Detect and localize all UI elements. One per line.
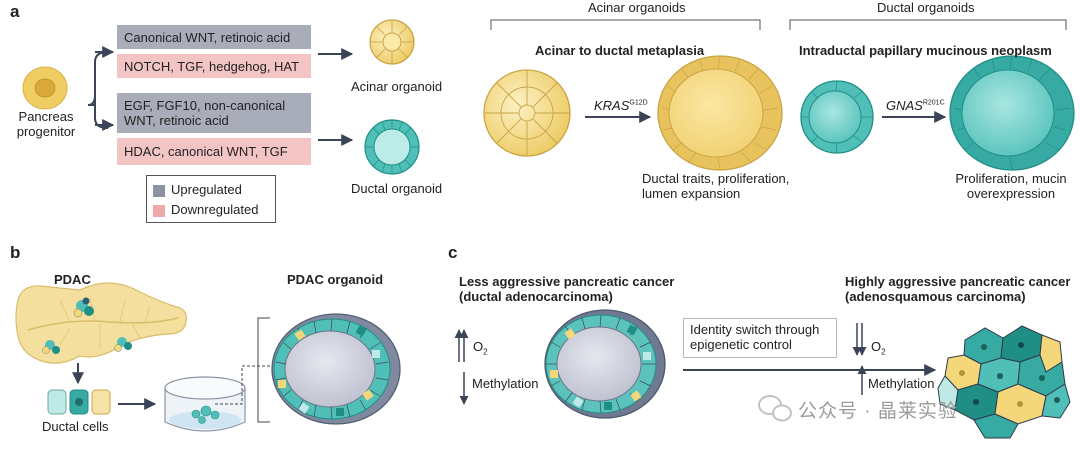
ductal-cyst-small-icon	[800, 80, 874, 154]
kras-label: KRASG12D	[594, 98, 648, 113]
pdac-organoid-icon	[271, 313, 401, 425]
o2-left-label: O2	[473, 339, 488, 357]
ductal-downregulated-box: HDAC, canonical WNT, TGF	[117, 138, 311, 165]
zoom-line	[215, 365, 270, 405]
pdac-organoid-label: PDAC organoid	[287, 272, 384, 287]
gnas-gene: GNAS	[886, 98, 923, 113]
adm-outcome-line2: lumen expansion	[642, 186, 741, 201]
acinar-upregulated-box: Canonical WNT, retinoic acid	[117, 25, 311, 49]
gnas-label: GNASR201C	[886, 98, 945, 113]
acinar-downregulated-text: NOTCH, TGF, hedgehog, HAT	[124, 58, 300, 74]
ductal-organoids-bracket	[789, 19, 1067, 30]
ductal-organoids-header: Ductal organoids	[877, 0, 975, 15]
ipmn-cyst-icon	[949, 55, 1075, 171]
ipmn-outcome-line1: Proliferation, mucin	[955, 171, 1067, 186]
gnas-mutation: R201C	[922, 99, 945, 107]
adm-cyst-icon	[657, 55, 783, 171]
wechat-logo-icon	[758, 395, 792, 422]
high-aggressive-line2: (adenosquamous carcinoma)	[845, 289, 1026, 304]
o2-right-base: O	[871, 339, 882, 354]
acinar-organoid-label: Acinar organoid	[351, 79, 443, 94]
ductal-organoid-label: Ductal organoid	[351, 181, 443, 196]
progenitor-label-line1: Pancreas	[18, 109, 74, 124]
adm-outcome: Ductal traits, proliferation, lumen expa…	[642, 171, 789, 201]
kras-gene: KRAS	[594, 98, 630, 113]
kras-mutation: G12D	[629, 99, 648, 107]
ductal-cells-label: Ductal cells	[42, 419, 109, 434]
methylation-right-label: Methylation	[868, 376, 935, 391]
ductal-adenocarcinoma-icon	[544, 309, 666, 419]
acinar-organoids-header: Acinar organoids	[588, 0, 686, 15]
legend: Upregulated Downregulated	[146, 175, 276, 223]
o2-left-sub: 2	[483, 347, 488, 357]
adm-title: Acinar to ductal metaplasia	[535, 43, 705, 58]
methylation-left-label: Methylation	[472, 376, 539, 391]
adm-outcome-line1: Ductal traits, proliferation,	[642, 171, 790, 186]
ductal-organoid-icon	[364, 119, 420, 175]
less-aggressive-line1: Less aggressive pancreatic cancer	[459, 274, 675, 289]
less-aggressive-line2: (ductal adenocarcinoma)	[459, 289, 613, 304]
zoom-bracket	[257, 317, 270, 423]
o2-right-sub: 2	[881, 347, 886, 357]
ductal-cells-icon	[47, 389, 111, 415]
legend-downregulated: Downregulated	[153, 202, 258, 217]
ductal-upregulated-line1: EGF, FGF10, non-canonical	[124, 98, 286, 113]
identity-switch-line1: Identity switch through	[690, 322, 820, 337]
identity-switch-note: Identity switch through epigenetic contr…	[683, 318, 837, 358]
panel-a-letter: a	[10, 2, 20, 21]
progenitor-cell-icon	[22, 66, 68, 110]
ductal-upregulated-box: EGF, FGF10, non-canonical WNT, retinoic …	[117, 93, 311, 133]
pdac-label: PDAC	[54, 272, 91, 287]
acinar-cluster-icon	[483, 69, 571, 157]
acinar-organoids-bracket	[490, 19, 761, 30]
legend-upregulated-label: Upregulated	[171, 182, 242, 197]
legend-downregulated-label: Downregulated	[171, 202, 259, 217]
pancreas-icon	[15, 282, 187, 364]
legend-upregulated: Upregulated	[153, 182, 242, 197]
less-aggressive-title: Less aggressive pancreatic cancer (ducta…	[459, 274, 674, 304]
progenitor-label-line2: progenitor	[16, 124, 76, 139]
high-aggressive-title: Highly aggressive pancreatic cancer (ade…	[845, 274, 1070, 304]
acinar-upregulated-text: Canonical WNT, retinoic acid	[124, 29, 291, 45]
ductal-downregulated-text: HDAC, canonical WNT, TGF	[124, 144, 288, 159]
panel-b-letter: b	[10, 243, 21, 262]
acinar-organoid-icon	[369, 19, 415, 65]
progenitor-label: Pancreas progenitor	[8, 109, 84, 139]
o2-left-base: O	[473, 339, 484, 354]
ipmn-outcome: Proliferation, mucin overexpression	[946, 171, 1076, 201]
watermark-text: 公众号 · 晶莱实验	[798, 401, 958, 422]
ipmn-outcome-line2: overexpression	[966, 186, 1056, 201]
legend-upregulated-swatch	[153, 184, 165, 197]
culture-dish-icon	[164, 376, 246, 432]
panel-c-letter: c	[448, 243, 458, 262]
identity-switch-line2: epigenetic control	[690, 337, 792, 352]
acinar-downregulated-box: NOTCH, TGF, hedgehog, HAT	[117, 54, 311, 78]
ductal-upregulated-line2: WNT, retinoic acid	[124, 113, 229, 128]
branch-bracket	[87, 51, 109, 129]
high-aggressive-line1: Highly aggressive pancreatic cancer	[845, 274, 1071, 289]
legend-downregulated-swatch	[153, 204, 165, 217]
o2-right-label: O2	[871, 339, 886, 357]
adenosquamous-cluster-icon	[937, 325, 1071, 439]
ipmn-title: Intraductal papillary mucinous neoplasm	[799, 43, 1052, 58]
